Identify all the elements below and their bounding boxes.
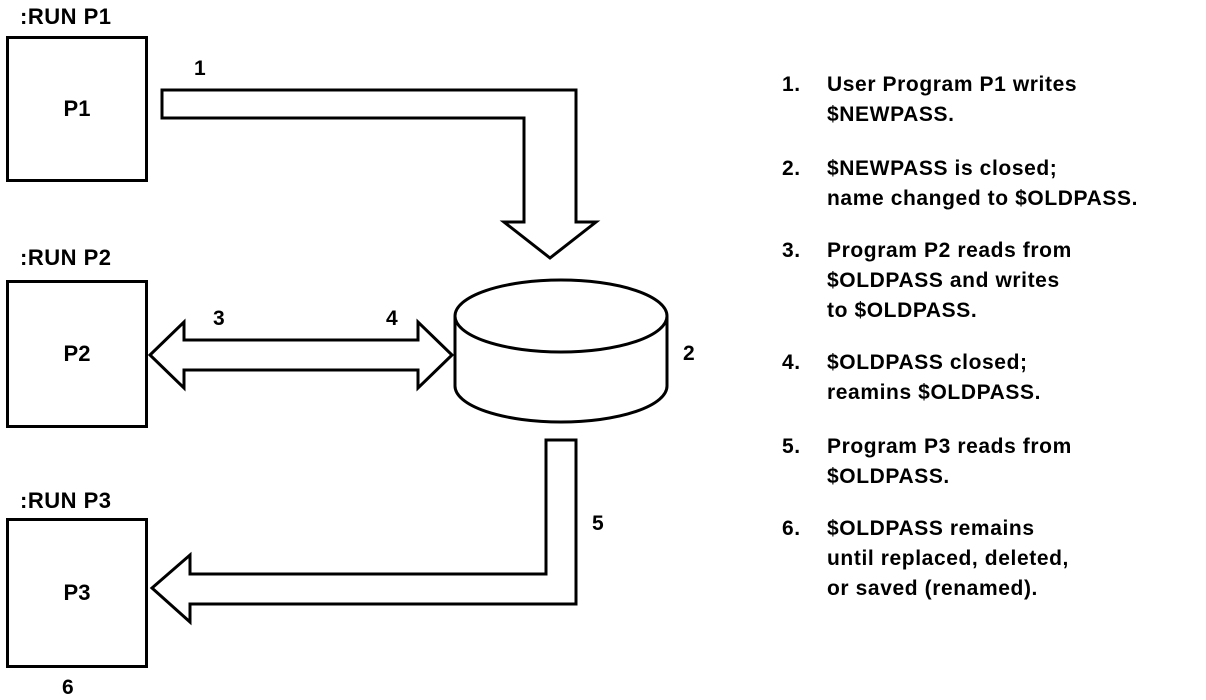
arrow-disk-to-p3 [149,438,578,626]
program-label-p1: P1 [63,96,91,121]
note-text: Program P2 reads from $OLDPASS and write… [827,239,1072,322]
note-text: $OLDPASS remains until replaced, deleted… [827,517,1069,600]
arrow-p1-to-disk [160,88,601,260]
note-number: 3. [782,239,801,262]
step-number-3: 3 [213,307,225,330]
program-box-p1: P1 [6,36,148,182]
note-number: 2. [782,157,801,180]
step-number-1: 1 [194,57,206,80]
run-p1-label: :RUN P1 [20,4,112,29]
step-number-2: 2 [683,342,695,365]
note-text: User Program P1 writes $NEWPASS. [827,73,1078,126]
program-box-p3: P3 [6,518,148,668]
step-number-4: 4 [386,307,398,330]
disk-icon [453,278,669,424]
note-text: $NEWPASS is closed; name changed to $OLD… [827,157,1138,210]
program-label-p3: P3 [63,580,91,605]
note-number: 1. [782,73,801,96]
step-number-6: 6 [62,676,74,699]
note-text: $OLDPASS closed; reamins $OLDPASS. [827,351,1042,404]
run-p3-label: :RUN P3 [20,488,112,513]
program-box-p2: P2 [6,280,148,428]
note-number: 4. [782,351,801,374]
note-number: 6. [782,517,801,540]
run-p2-label: :RUN P2 [20,245,112,270]
arrow-p2-disk-bidirectional [147,318,455,392]
program-label-p2: P2 [63,341,91,366]
step-number-5: 5 [592,512,604,535]
note-number: 5. [782,435,801,458]
note-text: Program P3 reads from $OLDPASS. [827,435,1072,488]
